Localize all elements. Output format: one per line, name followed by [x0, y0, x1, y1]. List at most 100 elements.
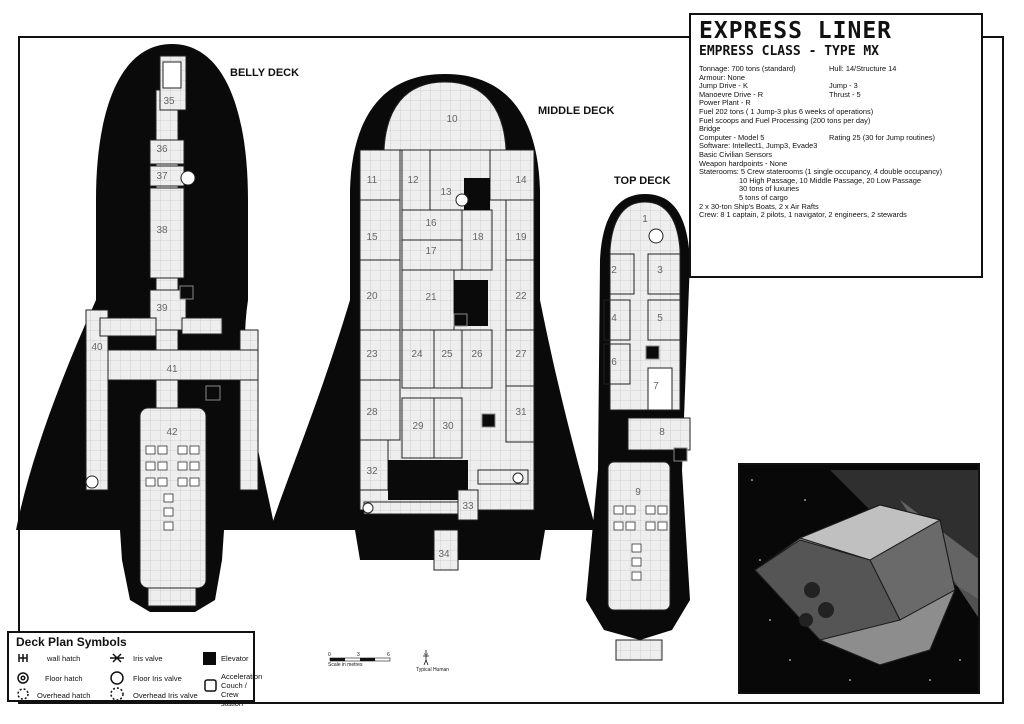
room-number: 12	[407, 175, 419, 186]
scale-bar: 0 3 6 Scale in metres Typical Human	[328, 650, 449, 675]
room-number: 7	[653, 381, 659, 392]
legend-overhead-hatch: Overhead hatch	[37, 691, 91, 700]
room-number: 38	[156, 225, 168, 236]
scale-tick-3: 3	[357, 652, 360, 658]
floor-hatch-icon	[17, 672, 29, 684]
room-number: 15	[366, 232, 378, 243]
belly-corridor-right	[181, 317, 223, 335]
room-number: 9	[635, 487, 641, 498]
room-number: 37	[156, 171, 168, 182]
spec-lines: Tonnage: 700 tons (standard) Hull: 14/Str…	[699, 64, 973, 220]
room-number: 22	[515, 291, 527, 302]
top-tail	[615, 639, 663, 661]
legend-symbols	[17, 652, 217, 701]
spec-line: Staterooms: 5 Crew staterooms (1 single …	[699, 167, 973, 177]
room-number: 8	[659, 427, 665, 438]
scale-bar-graphic	[329, 650, 429, 666]
room-number: 27	[515, 349, 527, 360]
overhead-iris-icon	[110, 687, 124, 701]
room-number: 40	[91, 342, 103, 353]
scale-label: Scale in metres	[328, 662, 363, 668]
top-rooms	[603, 253, 681, 385]
room-number: 17	[425, 246, 437, 257]
belly-corridor-left	[99, 317, 157, 337]
iris-valve-icon	[110, 653, 124, 663]
room-number: 23	[366, 349, 378, 360]
spec-line: Fuel scoops and Fuel Processing (200 ton…	[699, 115, 973, 126]
legend-iris-valve: Iris valve	[133, 654, 163, 663]
spec-line-left: Basic Civilian Sensors	[699, 149, 773, 159]
scale-tick-6: 6	[387, 652, 390, 658]
spec-indented-line: 10 High Passage, 10 Middle Passage, 20 L…	[739, 175, 922, 185]
elevator-middle-3	[481, 413, 496, 428]
room-40	[85, 309, 109, 491]
spec-line-left: Armour: None	[699, 72, 746, 82]
spec-line: Fuel 202 tons ( 1 Jump-3 plus 6 weeks of…	[699, 106, 973, 117]
room-9	[607, 461, 671, 611]
spec-title: EXPRESS LINER	[699, 18, 893, 44]
room-number: 31	[515, 407, 527, 418]
spec-tail-line: Crew: 8 1 captain, 2 pilots, 1 navigator…	[699, 210, 907, 220]
spec-sheet: EXPRESS LINER EMPRESS CLASS - TYPE MX To…	[689, 13, 983, 278]
room-number: 32	[366, 466, 378, 477]
spec-line-left: Tonnage: 700 tons (standard)	[699, 64, 796, 73]
room-number: 24	[411, 349, 423, 360]
room-number: 33	[462, 501, 474, 512]
floor-iris-valve-middle	[455, 193, 469, 207]
plan-frame	[18, 36, 1004, 704]
floor-iris-valve-top	[648, 228, 664, 244]
legend-overhead-iris: Overhead Iris valve	[133, 691, 198, 700]
spec-line: Bridge	[699, 124, 973, 134]
room-number: 14	[515, 175, 527, 186]
floor-hatch-middle-2	[362, 502, 374, 514]
legend-title: Deck Plan Symbols	[16, 635, 127, 649]
room-41	[107, 349, 259, 381]
belly-deck	[16, 44, 275, 612]
room-number: 42	[166, 427, 178, 438]
overhead-hatch-icon	[17, 688, 29, 700]
spec-line-right: Hull: 14/Structure 14	[829, 64, 897, 73]
spec-subtitle: EMPRESS CLASS - TYPE MX	[699, 44, 880, 59]
room-number: 36	[156, 144, 168, 155]
spec-line-left: Fuel scoops and Fuel Processing (200 ton…	[699, 115, 871, 125]
room-number: 21	[425, 292, 437, 303]
spec-line-left: Fuel 202 tons ( 1 Jump-3 plus 6 weeks of…	[699, 106, 874, 116]
legend-accel-3: Crew station	[221, 690, 244, 708]
elevator-middle-1b	[453, 313, 468, 327]
spec-line-left: Manoevre Drive - R	[699, 89, 764, 99]
spec-line: Weapon hardpoints - None	[699, 158, 973, 169]
room-number: 25	[441, 349, 453, 360]
room-number: 11	[366, 175, 378, 186]
belly-tail	[147, 587, 197, 607]
spec-line-right: Jump - 3	[829, 81, 858, 91]
room-number: 19	[515, 232, 527, 243]
belly-deck-label: BELLY DECK	[230, 67, 300, 79]
room-number: 3	[657, 265, 663, 276]
legend-accel-2: Couch /	[221, 681, 247, 690]
legend-wall-hatch: wall hatch	[47, 654, 81, 663]
floor-iris-valve	[180, 170, 196, 186]
ship-art-frame	[738, 463, 980, 694]
spec-line-left: Weapon hardpoints - None	[699, 158, 788, 168]
elevator-top-1	[645, 345, 660, 360]
spec-line-left: Bridge	[699, 124, 721, 134]
floor-iris-icon	[110, 671, 124, 685]
legend-floor-hatch: Floor hatch	[45, 674, 83, 683]
room-number: 34	[438, 549, 450, 560]
room-number: 26	[471, 349, 483, 360]
elevator-middle-2	[464, 178, 490, 210]
wall-hatch-icon	[18, 654, 28, 662]
legend-accel-1: Acceleration	[221, 672, 263, 681]
spec-tail-line: 2 x 30-ton Ship's Boats, 2 x Air Rafts	[699, 201, 819, 211]
room-38	[149, 187, 185, 279]
room-number: 41	[166, 364, 178, 375]
elevator-belly-1	[179, 285, 194, 300]
room-34	[433, 529, 459, 571]
spec-line: Power Plant - R	[699, 99, 973, 108]
middle-deck	[270, 74, 596, 571]
middle-black-block	[388, 460, 468, 500]
room-number: 35	[163, 96, 175, 107]
legend-elevator: Elevator	[221, 654, 249, 663]
